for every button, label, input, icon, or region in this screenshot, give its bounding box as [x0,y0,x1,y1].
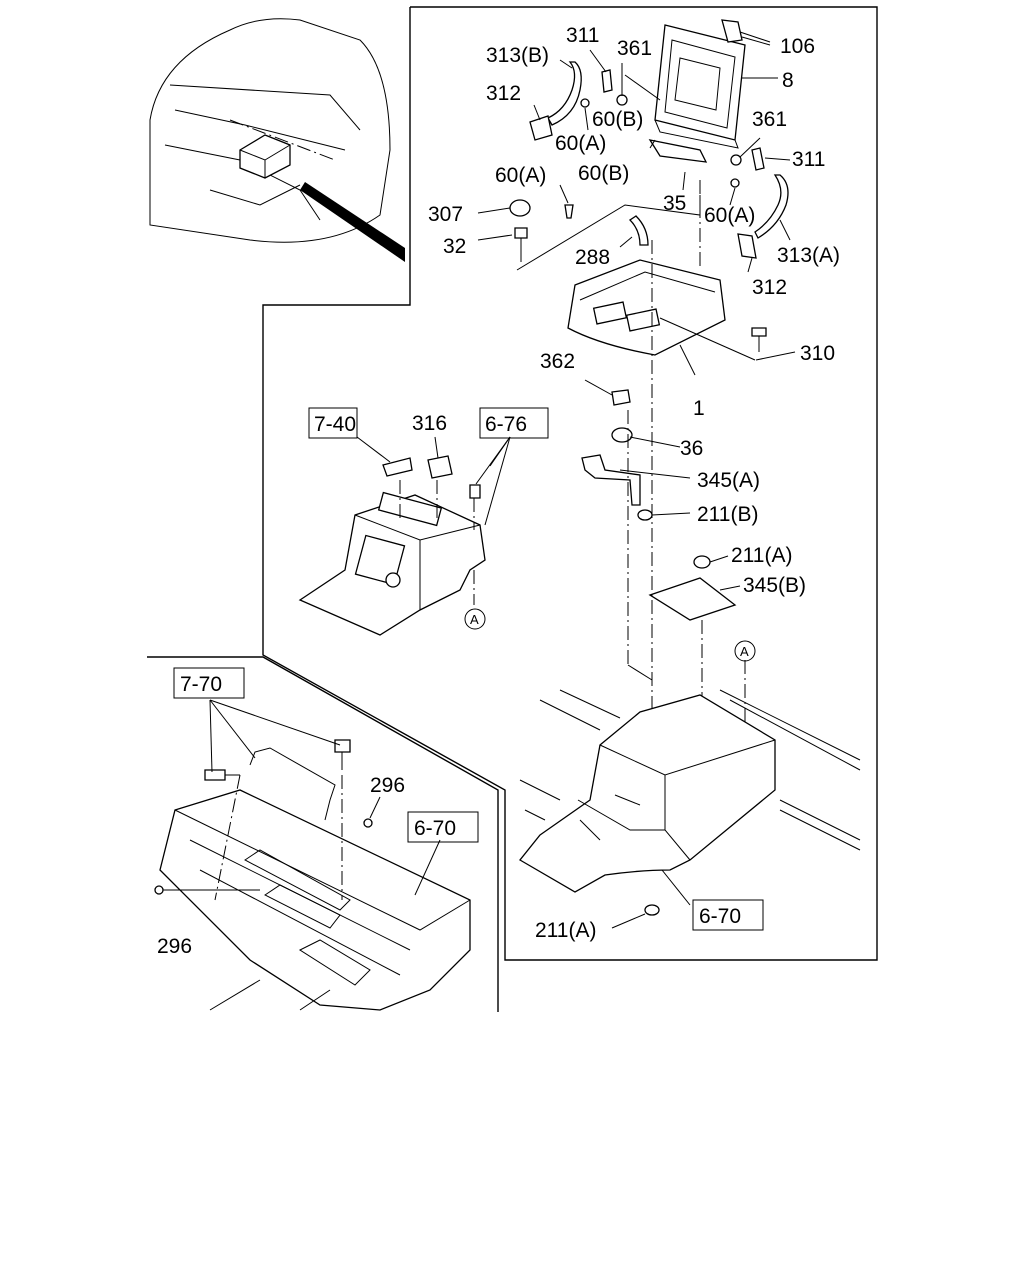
floor-panel-drawing [154,739,471,1011]
callout-296-bottom: 296 [157,935,192,958]
ref-box-7-40[interactable]: 7-40 [308,407,358,439]
callout-311-top: 311 [566,24,599,47]
callout-313a: 313(A) [777,244,840,267]
ref-7-40-text: 7-40 [314,413,356,436]
marker-a-left-text: A [470,612,479,627]
callout-288: 288 [575,246,610,269]
ref-box-6-70-left[interactable]: 6-70 [407,811,479,843]
callout-311-right: 311 [792,148,825,171]
callout-307: 307 [428,203,463,226]
cab-overview-drawing [149,18,405,262]
ref-box-7-70[interactable]: 7-70 [173,667,245,699]
callout-32: 32 [443,235,466,258]
ref-box-6-70-bottom[interactable]: 6-70 [692,899,764,931]
callout-345b: 345(B) [743,574,806,597]
callout-361-right: 361 [752,108,787,131]
callout-310: 310 [800,342,835,365]
ref-6-70-bottom-text: 6-70 [699,905,741,928]
marker-a-right: A [734,640,756,662]
callout-312-top: 312 [486,82,521,105]
leader-lines [209,36,791,929]
floor-tunnel-drawing [519,689,861,916]
connection-markers: A A [464,608,756,662]
marker-a-right-text: A [740,644,749,659]
reference-boxes: 7-40 6-76 7-70 6-70 6-70 [173,407,764,931]
callout-362: 362 [540,350,575,373]
callout-312-right: 312 [752,276,787,299]
callout-36: 36 [680,437,703,460]
diagram-frames [147,6,878,1012]
callout-60a-1: 60(A) [555,132,606,155]
callout-60a-2: 60(A) [495,164,546,187]
callout-60b-2: 60(B) [578,162,629,185]
callout-211a-2: 211(A) [535,919,596,942]
callout-labels: 106 8 311 313(B) 361 312 60(B) 60(A) 361… [157,24,840,958]
ref-box-6-76[interactable]: 6-76 [479,407,549,439]
callout-106: 106 [780,35,815,58]
callout-211b: 211(B) [697,503,758,526]
callout-313b: 313(B) [486,44,549,67]
ref-6-76-text: 6-76 [485,413,527,436]
ref-7-70-text: 7-70 [180,673,222,696]
callout-296-top: 296 [370,774,405,797]
callout-345a: 345(A) [697,469,760,492]
callout-361-top: 361 [617,37,652,60]
callout-316: 316 [412,412,447,435]
callout-1: 1 [693,397,705,420]
marker-a-left: A [464,608,486,630]
floor-console-drawing [298,455,486,636]
callout-8: 8 [782,69,794,92]
ref-6-70-left-text: 6-70 [414,817,456,840]
callout-211a-1: 211(A) [731,544,792,567]
callout-60b-1: 60(B) [592,108,643,131]
callout-60a-3: 60(A) [704,204,755,227]
overhead-console-assembly [509,19,796,621]
callout-35: 35 [663,192,686,215]
